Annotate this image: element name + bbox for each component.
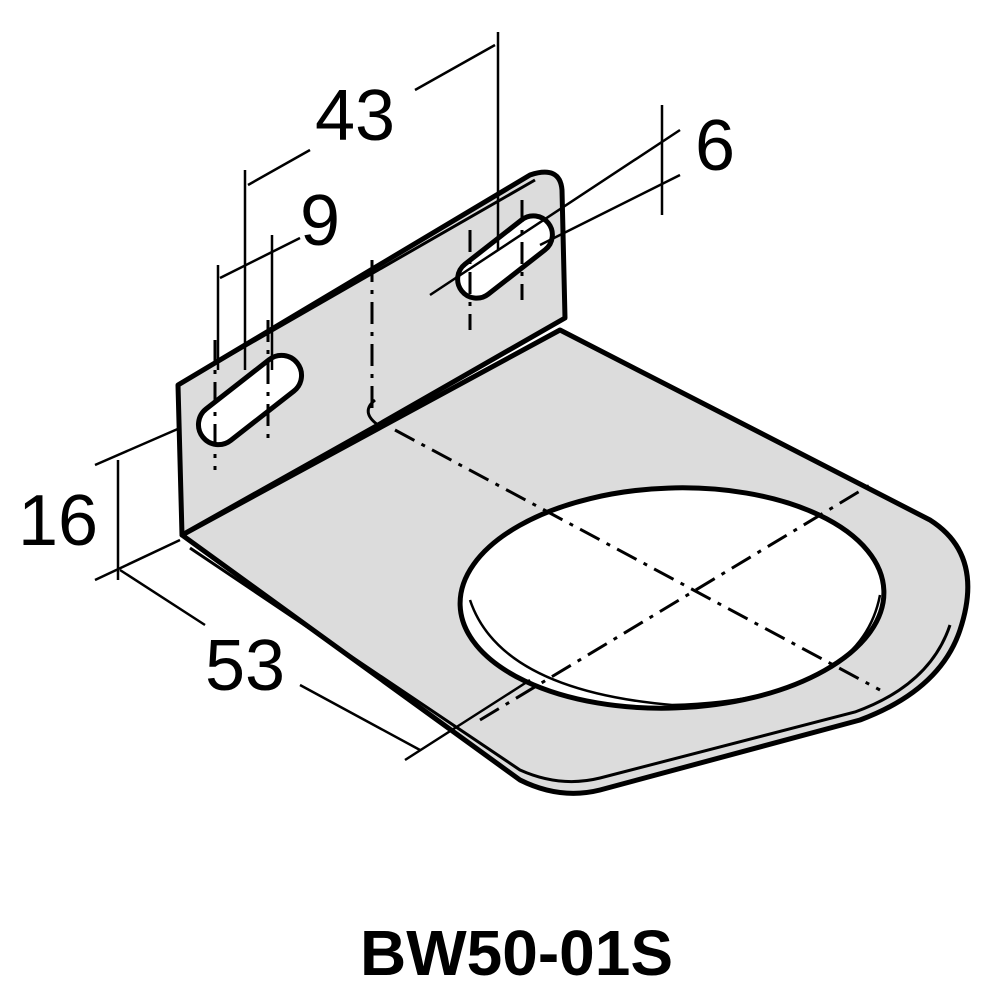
dim-16-ext-top bbox=[94, 426, 181, 467]
dim-53-label: 53 bbox=[205, 626, 285, 706]
dim-43-line-a bbox=[247, 148, 311, 187]
dim-53-line-b bbox=[299, 683, 421, 752]
dim-9-line bbox=[219, 236, 301, 280]
dim-53-ext-right bbox=[404, 678, 531, 762]
dim-43-label: 43 bbox=[315, 76, 395, 156]
dim-16-label: 16 bbox=[18, 481, 98, 561]
dim-53-line-a bbox=[119, 568, 206, 627]
base-plate-lower-edge bbox=[189, 546, 952, 784]
slot-left bbox=[195, 352, 305, 448]
dim-43-line-b bbox=[414, 43, 496, 92]
dim-9-label: 9 bbox=[300, 181, 340, 261]
dim-16-ext-bottom bbox=[94, 538, 181, 582]
model-label: BW50-01S bbox=[360, 917, 673, 989]
centerline-hole-cross bbox=[479, 483, 871, 722]
vertical-plate-top-edge bbox=[189, 178, 536, 380]
dim-6-label: 6 bbox=[695, 106, 735, 186]
dim-6-ext-lower bbox=[539, 173, 681, 247]
mounting-hole-inner-edge bbox=[468, 594, 882, 707]
dim-6-ext-upper bbox=[429, 128, 681, 297]
mounting-hole bbox=[457, 485, 887, 711]
centerline-hole-long bbox=[394, 428, 881, 692]
slot-right bbox=[455, 213, 555, 301]
